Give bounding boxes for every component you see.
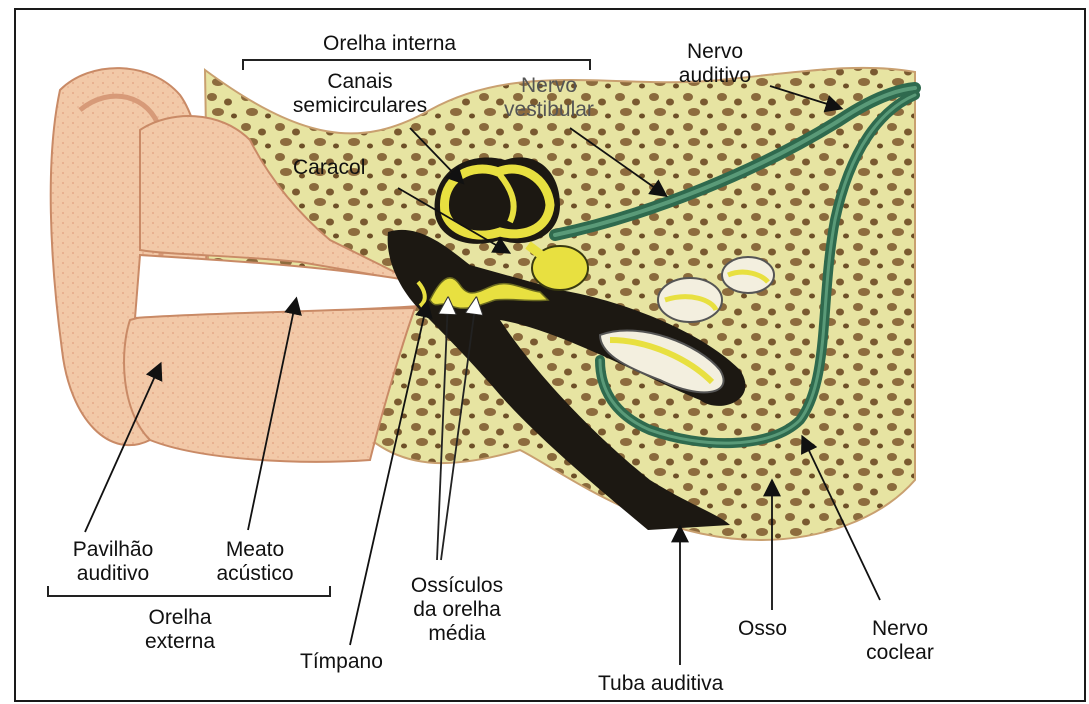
label-nervo-auditivo: Nervo auditivo <box>660 40 770 88</box>
label-nervo-vestibular: Nervo vestibular <box>484 74 614 122</box>
label-pavilhao-auditivo: Pavilhão auditivo <box>48 538 178 586</box>
label-ossiculos: Ossículos da orelha média <box>387 574 527 646</box>
label-nervo-coclear: Nervo coclear <box>845 617 955 665</box>
label-nervo-vestibular-line2: vestibular <box>484 98 614 122</box>
label-meato-line2: acústico <box>195 562 315 586</box>
label-nervo-coclear-line1: Nervo <box>845 617 955 641</box>
label-ossiculos-line1: Ossículos <box>387 574 527 598</box>
label-caracol: Caracol <box>293 156 365 180</box>
label-orelha-externa-line2: externa <box>125 630 235 654</box>
label-timpano: Tímpano <box>300 650 383 674</box>
label-osso: Osso <box>738 617 787 641</box>
label-canais-semicirculares: Canais semicirculares <box>275 70 445 118</box>
label-orelha-interna: Orelha interna <box>323 32 456 56</box>
label-meato-line1: Meato <box>195 538 315 562</box>
label-canais-line1: Canais <box>275 70 445 94</box>
label-nervo-auditivo-line1: Nervo <box>660 40 770 64</box>
label-tuba-auditiva: Tuba auditiva <box>598 672 723 696</box>
label-nervo-auditivo-line2: auditivo <box>660 64 770 88</box>
label-orelha-externa-line1: Orelha <box>125 606 235 630</box>
label-ossiculos-line3: média <box>387 622 527 646</box>
label-nervo-vestibular-line1: Nervo <box>484 74 614 98</box>
label-meato-acustico: Meato acústico <box>195 538 315 586</box>
label-nervo-coclear-line2: coclear <box>845 641 955 665</box>
label-canais-line2: semicirculares <box>275 94 445 118</box>
bracket-orelha-externa <box>48 586 330 596</box>
skin-lower <box>124 307 415 462</box>
label-ossiculos-line2: da orelha <box>387 598 527 622</box>
label-pavilhao-line1: Pavilhão <box>48 538 178 562</box>
bracket-orelha-interna <box>243 60 590 70</box>
label-pavilhao-line2: auditivo <box>48 562 178 586</box>
label-orelha-externa: Orelha externa <box>125 606 235 654</box>
